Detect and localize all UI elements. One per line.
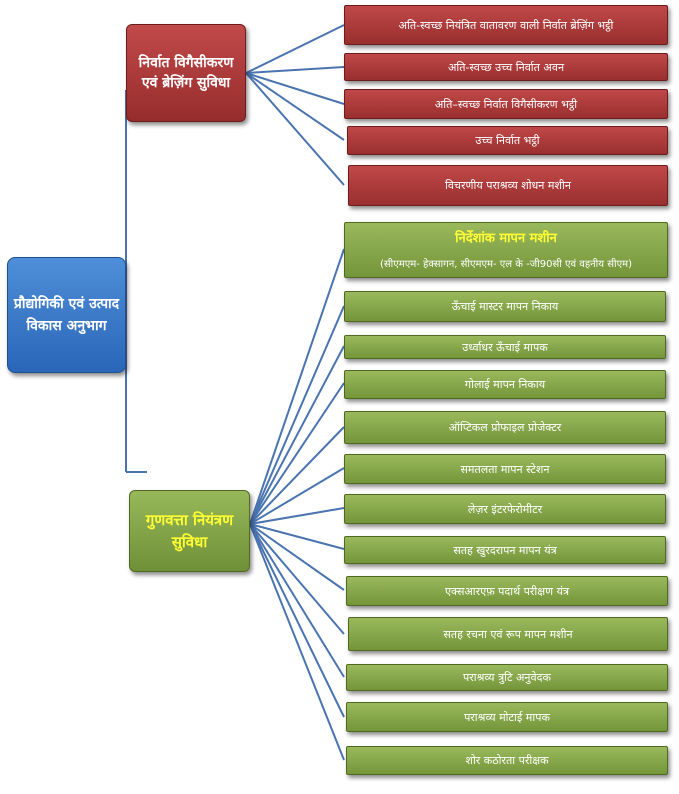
leaf-subtitle: (सीएमएम- हेक्सागन, सीएमएम- एल के -जी90सी… — [379, 259, 633, 270]
leaf-item: उर्ध्वाधर ऊँचाई मापक — [344, 335, 666, 359]
category-label: गुणवत्ता नियंत्रण सुविधा — [145, 511, 234, 551]
leaf-label: शोर कठोरता परीक्षक — [465, 754, 549, 767]
leaf-item: अति-स्वच्छ उच्च निर्वात अवन — [344, 53, 668, 81]
leaf-label: समतलता मापन स्टेशन — [460, 462, 550, 476]
category-vacuum-brazing: निर्वात विगैसीकरण एवं ब्रेज़िंग सुविधा — [126, 24, 246, 122]
leaf-label: गोलाई मापन निकाय — [464, 378, 546, 391]
leaf-item: लेज़र इंटरफेरोमीटर — [344, 494, 666, 524]
leaf-title: निर्देशांक मापन मशीन — [455, 231, 557, 246]
leaf-label: अति-स्वच्छ उच्च निर्वात अवन — [447, 60, 565, 74]
leaf-item: समतलता मापन स्टेशन — [344, 454, 666, 484]
category-label: निर्वात विगैसीकरण एवं ब्रेज़िंग सुविधा — [138, 55, 234, 91]
leaf-item: विचरणीय पराश्रव्य शोधन मशीन — [348, 165, 668, 206]
leaf-label: सतह रचना एवं रूप मापन मशीन — [443, 627, 573, 641]
leaf-label: अति–स्वच्छ निर्वात विगैसीकरण भट्ठी — [434, 97, 578, 111]
leaf-label: लेज़र इंटरफेरोमीटर — [467, 502, 543, 516]
leaf-item: एक्सआरएफ़ पदार्थ परीक्षण यंत्र — [346, 576, 668, 606]
leaf-item: पराश्रव्य मोटाई मापक — [346, 702, 668, 732]
leaf-label: पराश्रव्य त्रुटि अनुवेदक — [463, 671, 551, 684]
leaf-label: उच्च निर्वात भट्ठी — [475, 134, 540, 147]
leaf-label: विचरणीय पराश्रव्य शोधन मशीन — [445, 179, 571, 192]
leaf-item: ऑप्टिकल प्रोफाइल प्रोजेक्टर — [344, 411, 666, 444]
leaf-label: उर्ध्वाधर ऊँचाई मापक — [462, 340, 548, 354]
leaf-item: गोलाई मापन निकाय — [344, 370, 666, 399]
leaf-label: ऊँचाई मास्टर मापन निकाय — [451, 300, 559, 313]
leaf-item: अति-स्वच्छ नियंत्रित वातावरण वाली निर्वा… — [344, 5, 668, 45]
leaf-item: अति–स्वच्छ निर्वात विगैसीकरण भट्ठी — [344, 89, 668, 119]
leaf-item-cmm: निर्देशांक मापन मशीन (सीएमएम- हेक्सागन, … — [344, 222, 668, 278]
leaf-item: शोर कठोरता परीक्षक — [346, 746, 668, 775]
leaf-label: एक्सआरएफ़ पदार्थ परीक्षण यंत्र — [444, 584, 570, 598]
category-quality-control: गुणवत्ता नियंत्रण सुविधा — [129, 490, 250, 572]
root-node: प्रौद्योगिकी एवं उत्पाद विकास अनुभाग — [7, 257, 126, 373]
leaf-label: पराश्रव्य मोटाई मापक — [464, 710, 550, 724]
leaf-label: ऑप्टिकल प्रोफाइल प्रोजेक्टर — [448, 421, 562, 434]
leaf-item: सतह खुरदरापन मापन यंत्र — [344, 536, 666, 564]
leaf-label: सतह खुरदरापन मापन यंत्र — [453, 543, 557, 557]
leaf-item: उच्च निर्वात भट्ठी — [347, 126, 668, 155]
root-label: प्रौद्योगिकी एवं उत्पाद विकास अनुभाग — [13, 296, 120, 334]
leaf-item: पराश्रव्य त्रुटि अनुवेदक — [346, 664, 668, 691]
leaf-item: ऊँचाई मास्टर मापन निकाय — [344, 291, 666, 322]
leaf-item: सतह रचना एवं रूप मापन मशीन — [348, 617, 668, 651]
leaf-label: अति-स्वच्छ नियंत्रित वातावरण वाली निर्वा… — [398, 18, 614, 32]
